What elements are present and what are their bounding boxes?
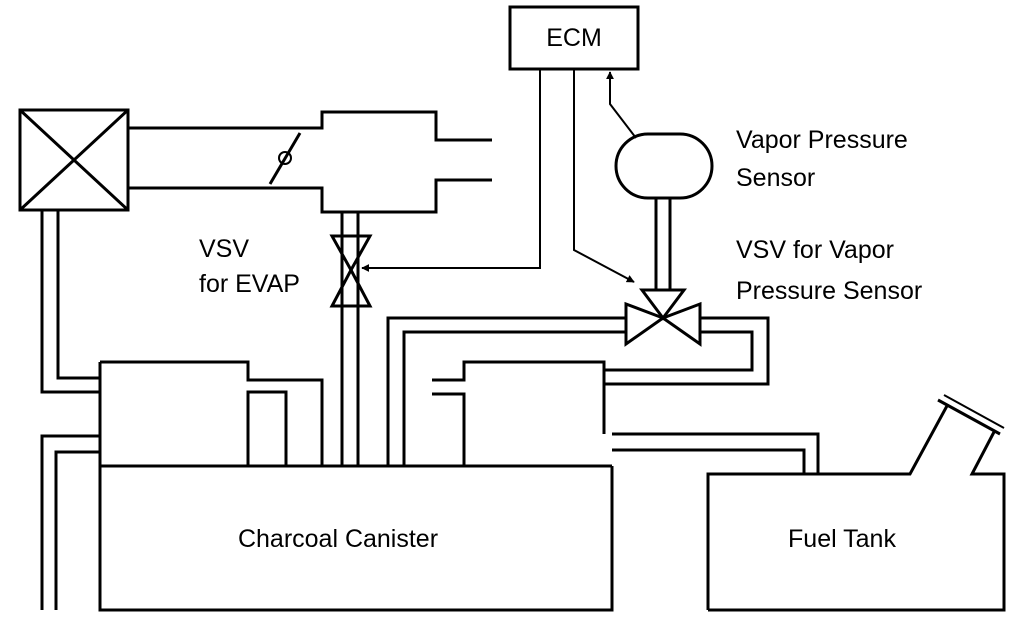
- canister-to-tank-pipe: [612, 432, 820, 474]
- ecm-box: ECM: [508, 5, 640, 71]
- air-cleaner-pipe-inner: [56, 210, 100, 380]
- vsv-vapor-pressure-valve: [624, 288, 702, 347]
- ecm-label: ECM: [546, 24, 602, 52]
- canister-to-vsv-vapor-pipe-inner: [402, 330, 626, 466]
- canister-to-vsv-vapor-pipe: [386, 316, 626, 466]
- vapor-pressure-sensor: [614, 132, 714, 290]
- canister-upper-chamber: [432, 360, 606, 434]
- vsv-vapor-return-pipe: [604, 316, 770, 386]
- air-cleaner-pipe: [40, 210, 100, 394]
- canister-to-tank-pipe-inner: [612, 448, 806, 474]
- vapor-pressure-sensor-label-line2: Sensor: [736, 164, 815, 192]
- vsv-evap-label-line1: VSV: [199, 235, 249, 263]
- sensor-to-ecm-signal: [606, 71, 637, 139]
- vapor-pressure-sensor-label-line1: Vapor Pressure: [736, 126, 908, 154]
- vsv-vapor-label-line2: Pressure Sensor: [736, 277, 922, 305]
- throttle-body: [128, 110, 492, 214]
- canister-inlet-pipe: [40, 434, 100, 610]
- charcoal-canister-label: Charcoal Canister: [238, 525, 438, 553]
- ecm-to-vsv-evap-signal: [361, 69, 541, 272]
- ecm-to-vsv-vapor-signal: [573, 69, 635, 283]
- vsv-vapor-label-line1: VSV for Vapor: [736, 236, 894, 264]
- air-cleaner: [18, 108, 130, 212]
- vsv-evap-label-line2: for EVAP: [199, 270, 300, 298]
- canister-upper-chamber-inner: [432, 392, 466, 466]
- canister-inlet-pipe-inner: [54, 450, 100, 610]
- fuel-tank-label: Fuel Tank: [788, 525, 896, 553]
- vsv-evap-valve: [329, 234, 373, 308]
- fuel-tank: Fuel Tank: [706, 394, 1006, 612]
- charcoal-canister: Charcoal Canister: [98, 360, 614, 612]
- vsv-vapor-return-pipe-inner: [604, 330, 754, 372]
